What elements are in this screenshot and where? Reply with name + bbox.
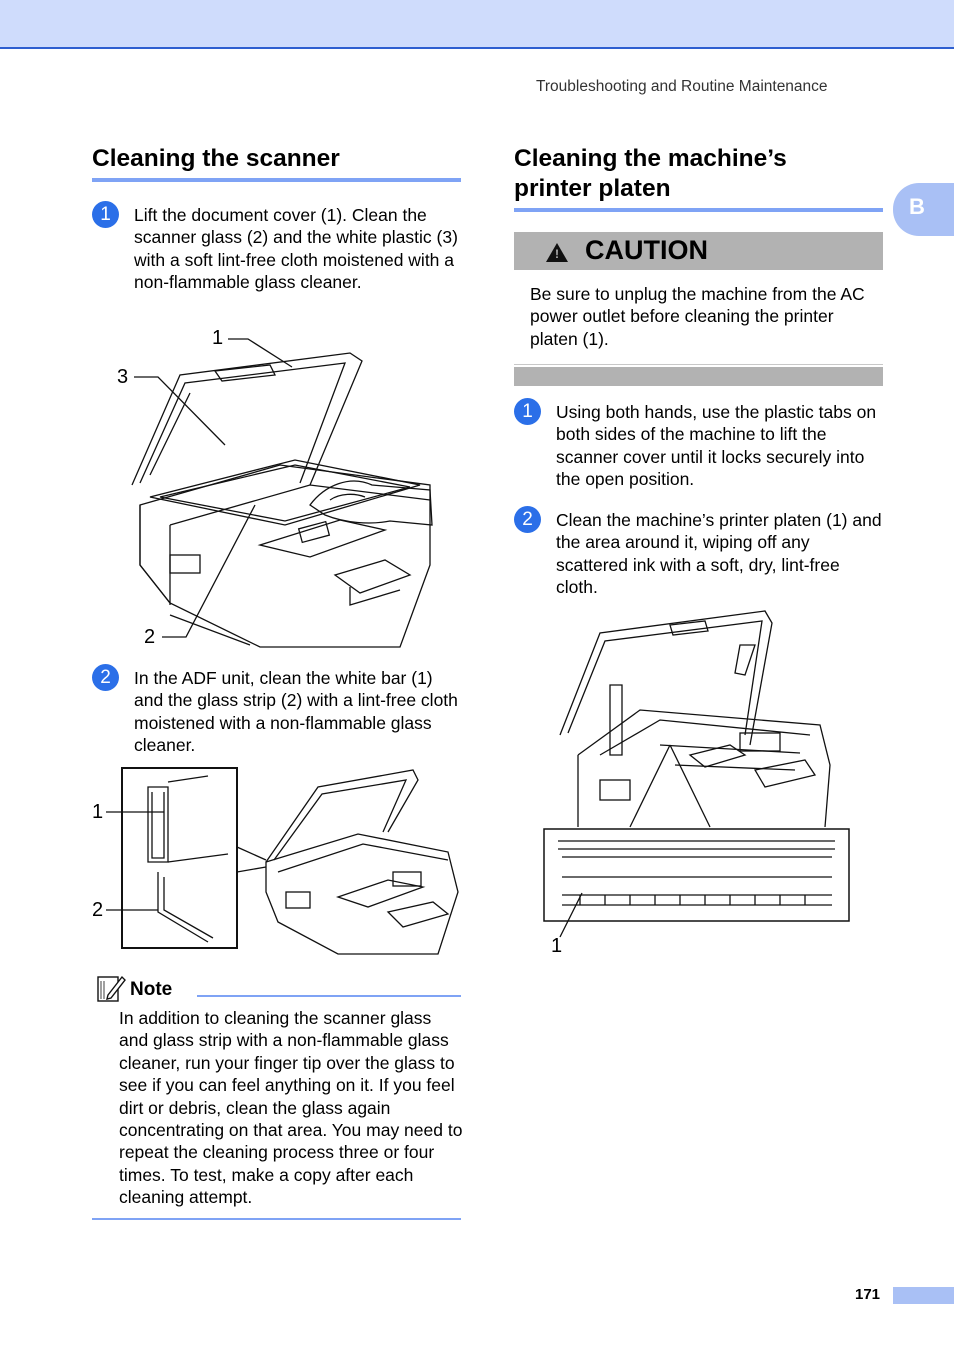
adf-illustration <box>106 767 459 955</box>
figure1-callout-2: 2 <box>144 626 156 648</box>
section-title-cleaning-scanner: Cleaning the scanner <box>92 145 340 172</box>
note-rule-top <box>197 995 461 997</box>
caution-label: CAUTION <box>585 235 708 265</box>
running-header: Troubleshooting and Routine Maintenance <box>536 78 828 95</box>
step-number-1: 1 <box>514 398 541 425</box>
platen-illustration <box>543 610 850 938</box>
section-title-printer-platen-line2: printer platen <box>514 175 671 202</box>
note-rule-bottom <box>92 1218 461 1220</box>
figure1-callout-3: 3 <box>117 366 129 388</box>
figure2-callout-2: 2 <box>92 899 104 921</box>
note-text: In addition to cleaning the scanner glas… <box>119 1008 463 1208</box>
section-rule <box>514 208 883 212</box>
scanner-illustration <box>131 338 433 648</box>
page-number: 171 <box>855 1286 881 1303</box>
chapter-tab: B <box>893 183 954 236</box>
caution-banner: CAUTION <box>514 232 883 270</box>
warning-triangle-icon <box>546 243 568 262</box>
page-tab <box>893 1287 954 1304</box>
step-text-2: In the ADF unit, clean the white bar (1)… <box>134 668 458 756</box>
step-text-1: Using both hands, use the plastic tabs o… <box>556 402 877 490</box>
section-title-printer-platen-line1: Cleaning the machine’s <box>514 145 787 172</box>
step-text-1: Lift the document cover (1). Clean the s… <box>134 205 458 293</box>
figure1-callout-1: 1 <box>212 327 224 349</box>
step-number-1: 1 <box>92 201 119 228</box>
note-pencil-icon <box>97 975 126 1002</box>
caution-divider <box>514 364 883 365</box>
header-band <box>0 0 954 49</box>
note-label: Note <box>130 979 173 1000</box>
step-text-2: Clean the machine’s printer platen (1) a… <box>556 510 882 598</box>
caution-bottom-bar <box>514 367 883 386</box>
step-number-2: 2 <box>514 506 541 533</box>
figure2-callout-1: 1 <box>92 801 104 823</box>
chapter-tab-letter: B <box>909 194 925 219</box>
section-rule <box>92 178 461 182</box>
caution-text: Be sure to unplug the machine from the A… <box>530 284 865 349</box>
step-number-2: 2 <box>92 664 119 691</box>
figure3-callout-1: 1 <box>551 935 563 957</box>
